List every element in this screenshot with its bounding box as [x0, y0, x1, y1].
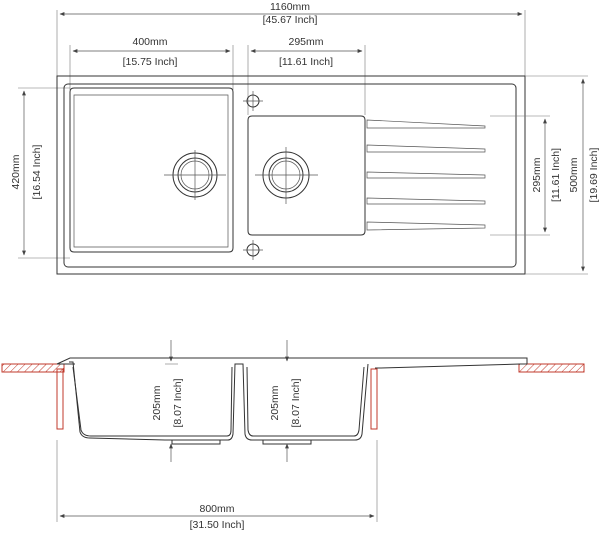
main-bowl-depth-mm: 420mm [10, 154, 22, 189]
overall-depth-mm: 500mm [568, 157, 580, 192]
second-bowl-depth-inch: [11.61 Inch] [550, 148, 562, 202]
main-bowl-depth-inch: [16.54 Inch] [31, 144, 43, 199]
main-bowl-waste [164, 150, 226, 200]
drainer-grooves [366, 119, 486, 231]
main-bowl-waste-section [171, 439, 221, 445]
second-bowl-width-inch: [11.61 Inch] [279, 56, 333, 68]
cabinet-width-inch: [31.50 Inch] [190, 519, 245, 531]
second-bowl-width-mm: 295mm [288, 36, 323, 48]
second-bowl-waste [255, 147, 318, 204]
tap-hole-bottom [243, 240, 263, 260]
sink-outer-outline [56, 75, 526, 275]
section-view: 205mm [8.07 Inch] 205mm [8.07 Inch] 800m… [1, 340, 585, 531]
second-bowl-height-mm: 205mm [269, 385, 281, 420]
cabinet-panel-right [370, 368, 378, 430]
tap-hole-top [243, 91, 263, 111]
bowl-section-outline [69, 361, 369, 441]
main-bowl-outline [69, 87, 234, 253]
main-bowl-height-inch: [8.07 Inch] [172, 378, 184, 427]
main-bowl-width-inch: [15.75 Inch] [123, 56, 178, 68]
second-bowl-outline [247, 115, 366, 236]
sink-rim-outline [63, 83, 517, 268]
overall-depth-inch: [19.69 Inch] [588, 147, 600, 202]
main-bowl-width-mm: 400mm [132, 36, 167, 48]
worktop-right [518, 363, 585, 373]
second-bowl-height-inch: [8.07 Inch] [290, 378, 302, 427]
second-bowl-depth-mm: 295mm [531, 157, 543, 192]
overall-width-inch: [45.67 Inch] [263, 14, 318, 26]
sink-flange [56, 357, 528, 369]
top-view: 1160mm [45.67 Inch] 400mm [15.75 Inch] 2… [10, 1, 600, 275]
worktop-left [1, 363, 65, 373]
main-bowl-height-mm: 205mm [151, 385, 163, 420]
second-bowl-waste-section [262, 439, 312, 445]
cabinet-panel-left [56, 368, 64, 430]
overall-width-mm: 1160mm [270, 1, 310, 13]
cabinet-width-mm: 800mm [199, 503, 234, 515]
